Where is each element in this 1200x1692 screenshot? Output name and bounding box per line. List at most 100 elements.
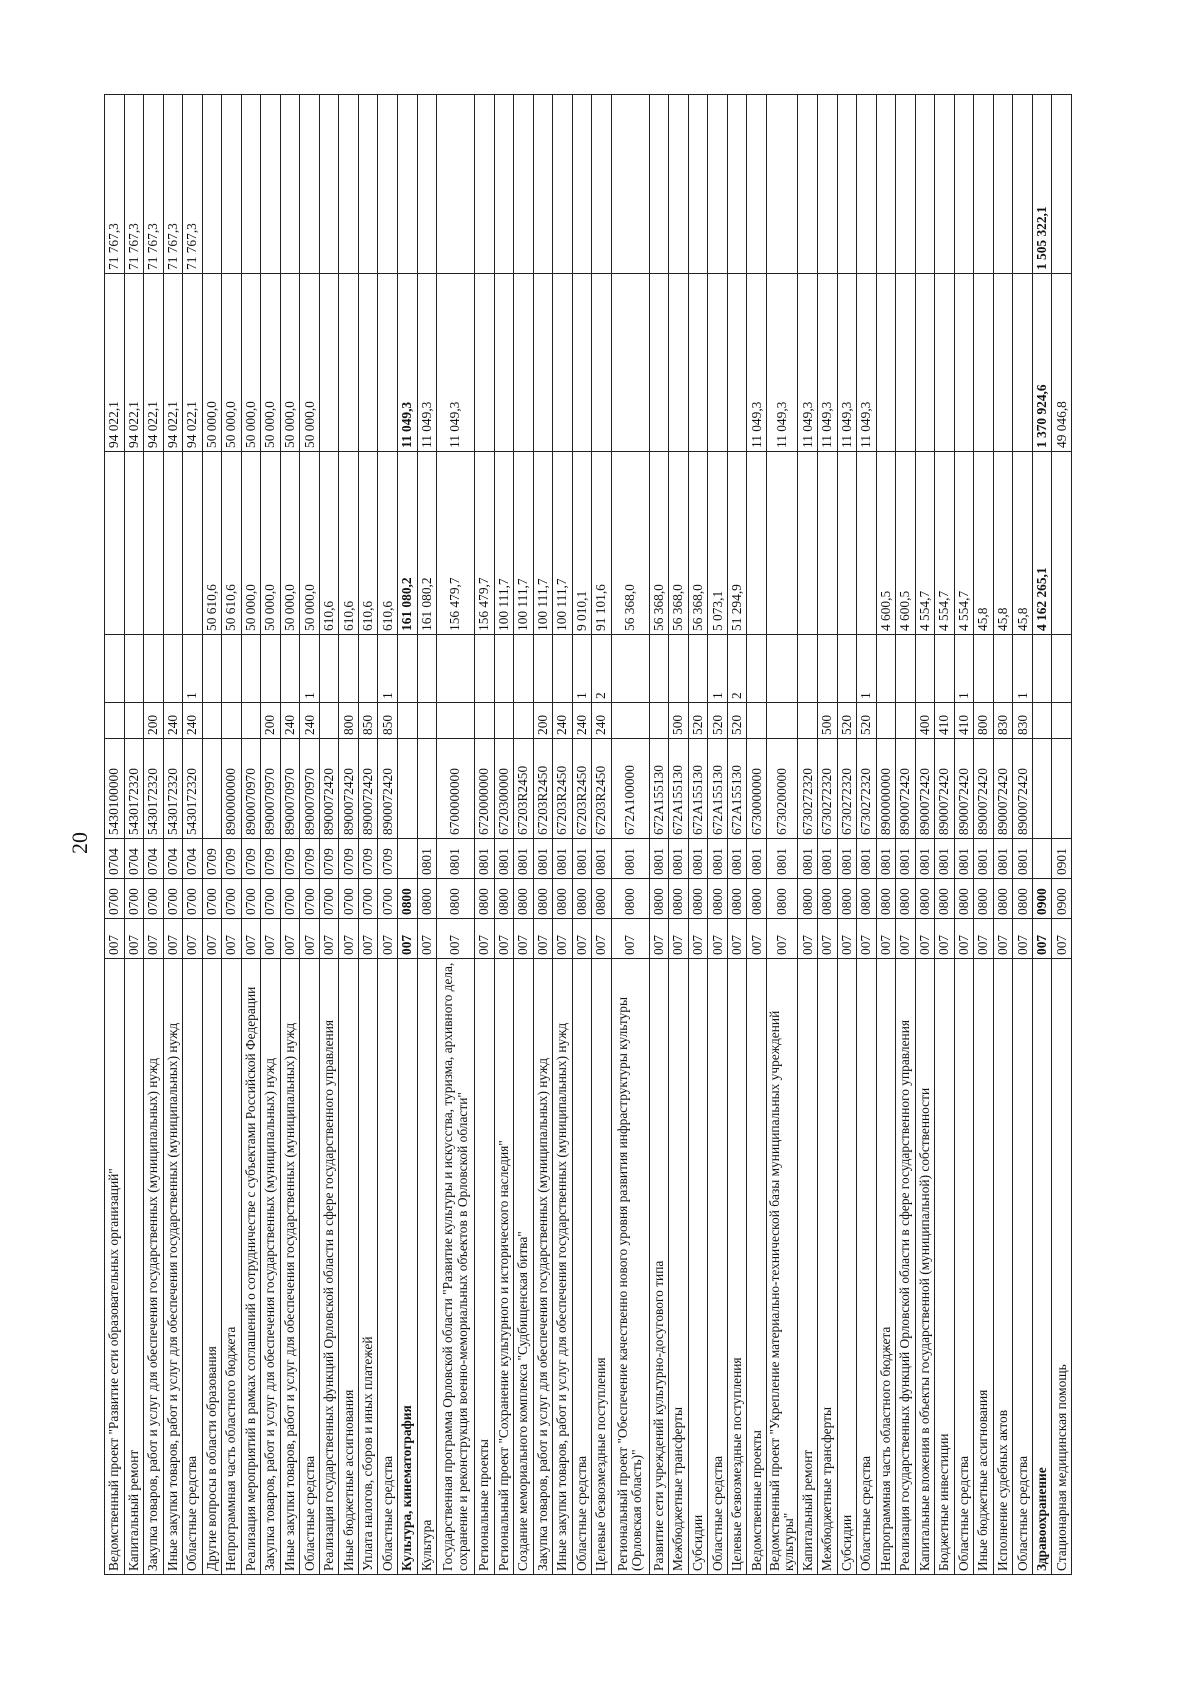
subsection-code: 0801 <box>649 838 669 879</box>
amount-year-3 <box>856 94 877 274</box>
amount-year-1 <box>856 451 877 635</box>
amount-year-1 <box>182 451 203 635</box>
table-row: Закупка товаров, работ и услуг для обесп… <box>533 94 553 1575</box>
amount-year-2: 50 000,0 <box>299 273 320 452</box>
amount-year-3 <box>358 94 378 274</box>
grbs-code: 007 <box>182 918 203 959</box>
row-name: Областные средства <box>182 958 203 1575</box>
subsection-code: 0801 <box>727 838 747 879</box>
subsection-code: 0801 <box>707 838 728 879</box>
amount-year-2 <box>338 273 359 452</box>
subsection-code: 0709 <box>280 838 300 879</box>
fund-source-code <box>533 634 553 703</box>
fund-source-code <box>1032 634 1052 703</box>
expense-type-code: 200 <box>143 702 164 739</box>
amount-year-3 <box>299 94 320 274</box>
grbs-code: 007 <box>1032 918 1052 959</box>
fund-source-code <box>993 634 1013 703</box>
amount-year-2 <box>533 273 553 452</box>
fund-source-code <box>143 634 164 703</box>
row-name: Культура, кинематография <box>397 958 417 1575</box>
amount-year-3 <box>338 94 359 274</box>
subsection-code: 0801 <box>513 838 534 879</box>
section-code: 0800 <box>954 878 974 919</box>
amount-year-3: 71 767,3 <box>163 94 183 274</box>
fund-source-code <box>163 634 183 703</box>
amount-year-1: 51 294,9 <box>727 451 747 635</box>
row-name: Иные закупки товаров, работ и услуг для … <box>552 958 573 1575</box>
section-code: 0700 <box>299 878 320 919</box>
amount-year-2: 50 000,0 <box>202 273 222 452</box>
amount-year-1: 610,6 <box>338 451 359 635</box>
target-article-code: 67203R2450 <box>591 738 612 839</box>
fund-source-code <box>280 634 300 703</box>
amount-year-3: 71 767,3 <box>124 94 144 274</box>
fund-source-code <box>973 634 994 703</box>
expense-type-code <box>766 702 798 739</box>
expense-type-code <box>221 702 242 739</box>
grbs-code: 007 <box>954 918 974 959</box>
section-code: 0700 <box>182 878 203 919</box>
section-code: 0800 <box>474 878 495 919</box>
fund-source-code <box>474 634 495 703</box>
amount-year-2: 94 022,1 <box>163 273 183 452</box>
target-article-code: 8900072420 <box>377 738 398 839</box>
grbs-code: 007 <box>611 918 650 959</box>
expense-type-code: 850 <box>377 702 398 739</box>
rotated-table-wrapper: Ведомственный проект "Развитие сети обра… <box>104 94 1072 1575</box>
amount-year-2: 1 370 924,6 <box>1032 273 1052 452</box>
amount-year-3 <box>668 94 689 274</box>
subsection-code: 0709 <box>338 838 359 879</box>
amount-year-1: 9 010,1 <box>572 451 592 635</box>
grbs-code: 007 <box>649 918 669 959</box>
fund-source-code <box>260 634 281 703</box>
amount-year-3 <box>973 94 994 274</box>
expense-type-code: 240 <box>572 702 592 739</box>
table-row: Иные закупки товаров, работ и услуг для … <box>163 94 183 1575</box>
row-name: Субсидии <box>688 958 708 1575</box>
amount-year-2: 50 000,0 <box>221 273 242 452</box>
table-row: Иные закупки товаров, работ и услуг для … <box>552 94 573 1575</box>
table-row: Ведомственный проект "Укрепление материа… <box>766 94 798 1575</box>
amount-year-2: 11 049,3 <box>817 273 838 452</box>
row-name: Областные средства <box>572 958 592 1575</box>
fund-source-code <box>611 634 650 703</box>
subsection-code <box>1032 838 1052 879</box>
subsection-code: 0801 <box>494 838 514 879</box>
expense-type-code: 520 <box>856 702 877 739</box>
section-code: 0800 <box>611 878 650 919</box>
amount-year-1: 56 368,0 <box>611 451 650 635</box>
expense-type-code: 520 <box>837 702 857 739</box>
table-row: Реализация мероприятий в рамках соглашен… <box>241 94 261 1575</box>
amount-year-1: 50 000,0 <box>280 451 300 635</box>
amount-year-1: 4 600,5 <box>895 451 916 635</box>
grbs-code: 007 <box>817 918 838 959</box>
subsection-code: 0801 <box>591 838 612 879</box>
amount-year-3 <box>241 94 261 274</box>
subsection-code: 0709 <box>377 838 398 879</box>
fund-source-code <box>934 634 955 703</box>
target-article-code: 8900000000 <box>221 738 242 839</box>
expense-type-code <box>1051 702 1072 739</box>
target-article-code: 6730200000 <box>766 738 798 839</box>
target-article-code: 8900070970 <box>299 738 320 839</box>
fund-source-code <box>895 634 916 703</box>
row-name: Целевые безвозмездные поступления <box>727 958 747 1575</box>
target-article-code: 672A155130 <box>649 738 669 839</box>
amount-year-1 <box>163 451 183 635</box>
row-name: Региональные проекты <box>474 958 495 1575</box>
expense-type-code <box>649 702 669 739</box>
amount-year-2 <box>572 273 592 452</box>
amount-year-3 <box>895 94 916 274</box>
table-row: Закупка товаров, работ и услуг для обесп… <box>260 94 281 1575</box>
target-article-code: 8900070970 <box>280 738 300 839</box>
grbs-code: 007 <box>572 918 592 959</box>
amount-year-2 <box>474 273 495 452</box>
subsection-code: 0801 <box>436 838 475 879</box>
